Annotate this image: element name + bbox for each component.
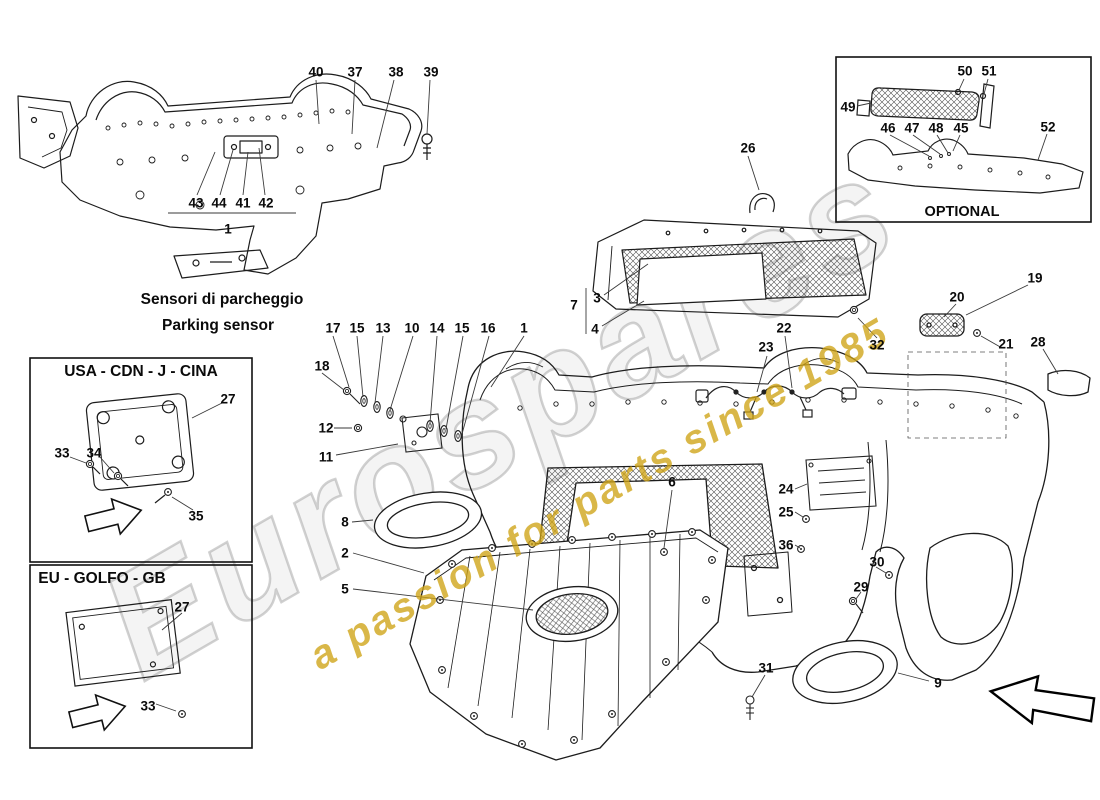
eu-region-box <box>29 564 253 749</box>
reflector-part-28 <box>1047 369 1091 397</box>
callout-2[interactable]: 2 <box>341 545 349 561</box>
callout-5[interactable]: 5 <box>341 581 349 597</box>
callout-43[interactable]: 43 <box>188 195 204 211</box>
plate-light-placement-dashed <box>907 351 1007 439</box>
callout-27[interactable]: 27 <box>220 391 236 407</box>
plate-light-part <box>919 313 965 337</box>
callout-41[interactable]: 41 <box>235 195 251 211</box>
callout-28[interactable]: 28 <box>1030 334 1046 350</box>
usa-region-box <box>29 357 253 563</box>
callout-13[interactable]: 13 <box>375 320 391 336</box>
callout-35[interactable]: 35 <box>188 508 204 524</box>
leader-lines <box>69 78 1059 712</box>
callout-17[interactable]: 17 <box>325 320 341 336</box>
callout-51[interactable]: 51 <box>981 63 997 79</box>
callout-42[interactable]: 42 <box>258 195 274 211</box>
callout-15[interactable]: 15 <box>454 320 470 336</box>
callout-6[interactable]: 6 <box>668 474 676 490</box>
callout-1[interactable]: 1 <box>520 320 528 336</box>
usa-plate-bracket-drawing <box>83 393 195 536</box>
callout-40[interactable]: 40 <box>308 64 324 80</box>
clip-part-26 <box>749 193 775 214</box>
callout-50[interactable]: 50 <box>957 63 973 79</box>
callout-31[interactable]: 31 <box>758 660 774 676</box>
callout-15[interactable]: 15 <box>349 320 365 336</box>
callout-39[interactable]: 39 <box>423 64 439 80</box>
callout-4[interactable]: 4 <box>591 321 599 337</box>
eu-plate-bracket-drawing <box>65 599 186 732</box>
callout-8[interactable]: 8 <box>341 514 349 530</box>
eu-direction-arrow <box>67 693 127 732</box>
region-boxes <box>29 56 1092 749</box>
callout-47[interactable]: 47 <box>904 120 920 136</box>
callout-7[interactable]: 7 <box>570 297 578 313</box>
tailpipe-trim-drawings <box>373 491 898 704</box>
callout-18[interactable]: 18 <box>314 358 330 374</box>
callout-46[interactable]: 46 <box>880 120 896 136</box>
callout-30[interactable]: 30 <box>869 554 885 570</box>
callout-1[interactable]: 1 <box>224 221 232 237</box>
callout-3[interactable]: 3 <box>593 290 601 306</box>
callout-38[interactable]: 38 <box>388 64 404 80</box>
callout-27[interactable]: 27 <box>174 599 190 615</box>
callout-25[interactable]: 25 <box>778 504 794 520</box>
callout-48[interactable]: 48 <box>928 120 944 136</box>
callout-36[interactable]: 36 <box>778 537 794 553</box>
fastener-cluster-drawing <box>342 386 462 453</box>
callout-34[interactable]: 34 <box>86 445 102 461</box>
callout-45[interactable]: 45 <box>953 120 969 136</box>
upper-grille-drawing <box>592 193 877 318</box>
callout-33[interactable]: 33 <box>54 445 70 461</box>
callout-23[interactable]: 23 <box>758 339 774 355</box>
callout-14[interactable]: 14 <box>429 320 445 336</box>
callout-52[interactable]: 52 <box>1040 119 1056 135</box>
callout-32[interactable]: 32 <box>869 337 885 353</box>
callout-37[interactable]: 37 <box>347 64 363 80</box>
callout-22[interactable]: 22 <box>776 320 792 336</box>
callout-21[interactable]: 21 <box>998 336 1014 352</box>
diffuser-panel-drawing <box>409 527 729 761</box>
callout-29[interactable]: 29 <box>853 579 869 595</box>
callout-9[interactable]: 9 <box>934 675 942 691</box>
callout-16[interactable]: 16 <box>480 320 496 336</box>
usa-direction-arrow <box>83 497 143 536</box>
callout-44[interactable]: 44 <box>211 195 227 211</box>
small-fasteners-drawing <box>745 455 893 720</box>
callout-19[interactable]: 19 <box>1027 270 1043 286</box>
callout-12[interactable]: 12 <box>318 420 334 436</box>
optional-parts-drawing <box>847 83 1084 194</box>
callout-11[interactable]: 11 <box>318 449 334 465</box>
callout-10[interactable]: 10 <box>404 320 420 336</box>
vehicle-direction-arrow <box>988 674 1096 726</box>
inner-bumper-drawing <box>17 73 433 279</box>
callout-49[interactable]: 49 <box>840 99 856 115</box>
callout-24[interactable]: 24 <box>778 481 794 497</box>
callout-26[interactable]: 26 <box>740 140 756 156</box>
optional-region-box <box>835 56 1092 223</box>
callout-20[interactable]: 20 <box>949 289 965 305</box>
wiring-harness-drawing <box>695 385 857 420</box>
callout-33[interactable]: 33 <box>140 698 156 714</box>
